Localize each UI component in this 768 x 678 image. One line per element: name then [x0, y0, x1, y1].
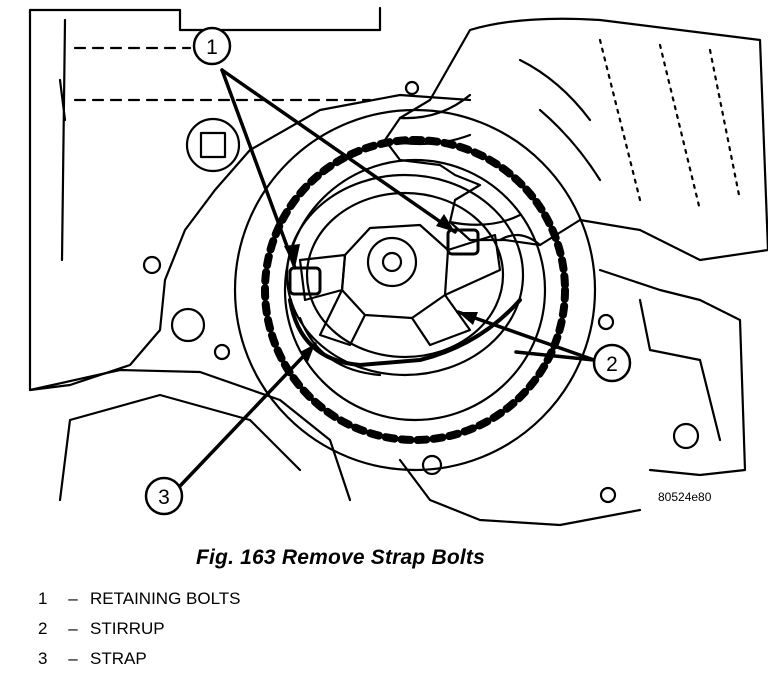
strap-band-2 — [298, 316, 382, 377]
hand-outline — [383, 17, 768, 262]
leader-1a — [220, 68, 297, 270]
callout-number-2: 2 — [606, 353, 618, 376]
hub-center — [366, 236, 418, 288]
drum-outer — [285, 173, 525, 377]
hand-lines — [518, 58, 602, 182]
bolt-hole-left — [142, 255, 162, 275]
housing-outline — [28, 8, 472, 392]
legend-number: 2 — [38, 619, 48, 638]
drum-inner — [305, 191, 505, 359]
arrowhead-1b — [436, 214, 455, 232]
legend-separator: – — [68, 619, 78, 638]
bolt-hole-far-right — [672, 422, 700, 450]
callout-circle-1 — [192, 26, 232, 66]
legend-number: 3 — [38, 649, 48, 668]
housing-left-edge — [58, 18, 67, 262]
bolt-hole-low — [421, 454, 443, 476]
bolt-hole-bottom — [213, 343, 231, 361]
image-code: 80524e80 — [658, 490, 712, 504]
legend-item: 3 –STRAP — [38, 648, 241, 678]
legend: 1–RETAINING BOLTS 2–STIRRUP 3–STRAP — [38, 588, 241, 678]
bolt-hole-right — [597, 313, 615, 331]
retaining-bolt-right — [446, 228, 480, 256]
ring-gear-teeth-base — [261, 136, 569, 444]
housing-right-2 — [638, 298, 722, 442]
spider-arm-2 — [443, 233, 502, 297]
legend-separator: – — [68, 589, 78, 608]
legend-label: STIRRUP — [90, 619, 165, 638]
figure-caption: Fig. 163 Remove Strap Bolts — [196, 546, 485, 569]
callout-circle-3 — [144, 476, 184, 516]
bolt-hole-top — [404, 80, 420, 96]
arrowhead-1a — [284, 244, 300, 268]
housing-bottom-right — [398, 458, 642, 527]
callout-number-3: 3 — [158, 486, 170, 509]
leader-2a — [456, 310, 596, 362]
strap-bolts-illustration: 1 2 3 80524e80 — [28, 6, 768, 527]
ring-gear-inner — [283, 158, 547, 422]
spider-arm-3 — [410, 293, 472, 347]
leader-3 — [178, 342, 317, 488]
arrowhead-3 — [300, 344, 315, 362]
legend-separator: – — [68, 649, 78, 668]
hub-center-2 — [381, 251, 403, 273]
housing-right — [598, 268, 747, 477]
leader-2b — [514, 350, 596, 362]
housing-lower-2 — [58, 393, 302, 502]
spider-arm-4 — [318, 288, 367, 347]
retaining-bolt-left — [288, 266, 322, 296]
bolt-hole-right-2 — [599, 486, 617, 504]
boss-outer — [185, 117, 241, 173]
legend-label: RETAINING BOLTS — [90, 589, 241, 608]
boss-square — [199, 131, 227, 159]
legend-item: 2 –STIRRUP — [38, 618, 241, 648]
hand-finger-1 — [383, 93, 472, 146]
legend-item: 1 –RETAINING BOLTS — [38, 588, 241, 618]
callout-circle-2 — [592, 343, 632, 383]
bolt-hole-left-2 — [170, 307, 206, 343]
hand-finger-2 — [448, 213, 542, 247]
callout-number-1: 1 — [206, 36, 218, 59]
arrowhead-2a — [458, 312, 478, 325]
legend-label: STRAP — [90, 649, 147, 668]
hand-shading — [598, 38, 742, 212]
leader-1b — [220, 68, 457, 234]
legend-number: 1 — [38, 589, 48, 608]
housing-top-edge — [28, 6, 382, 32]
